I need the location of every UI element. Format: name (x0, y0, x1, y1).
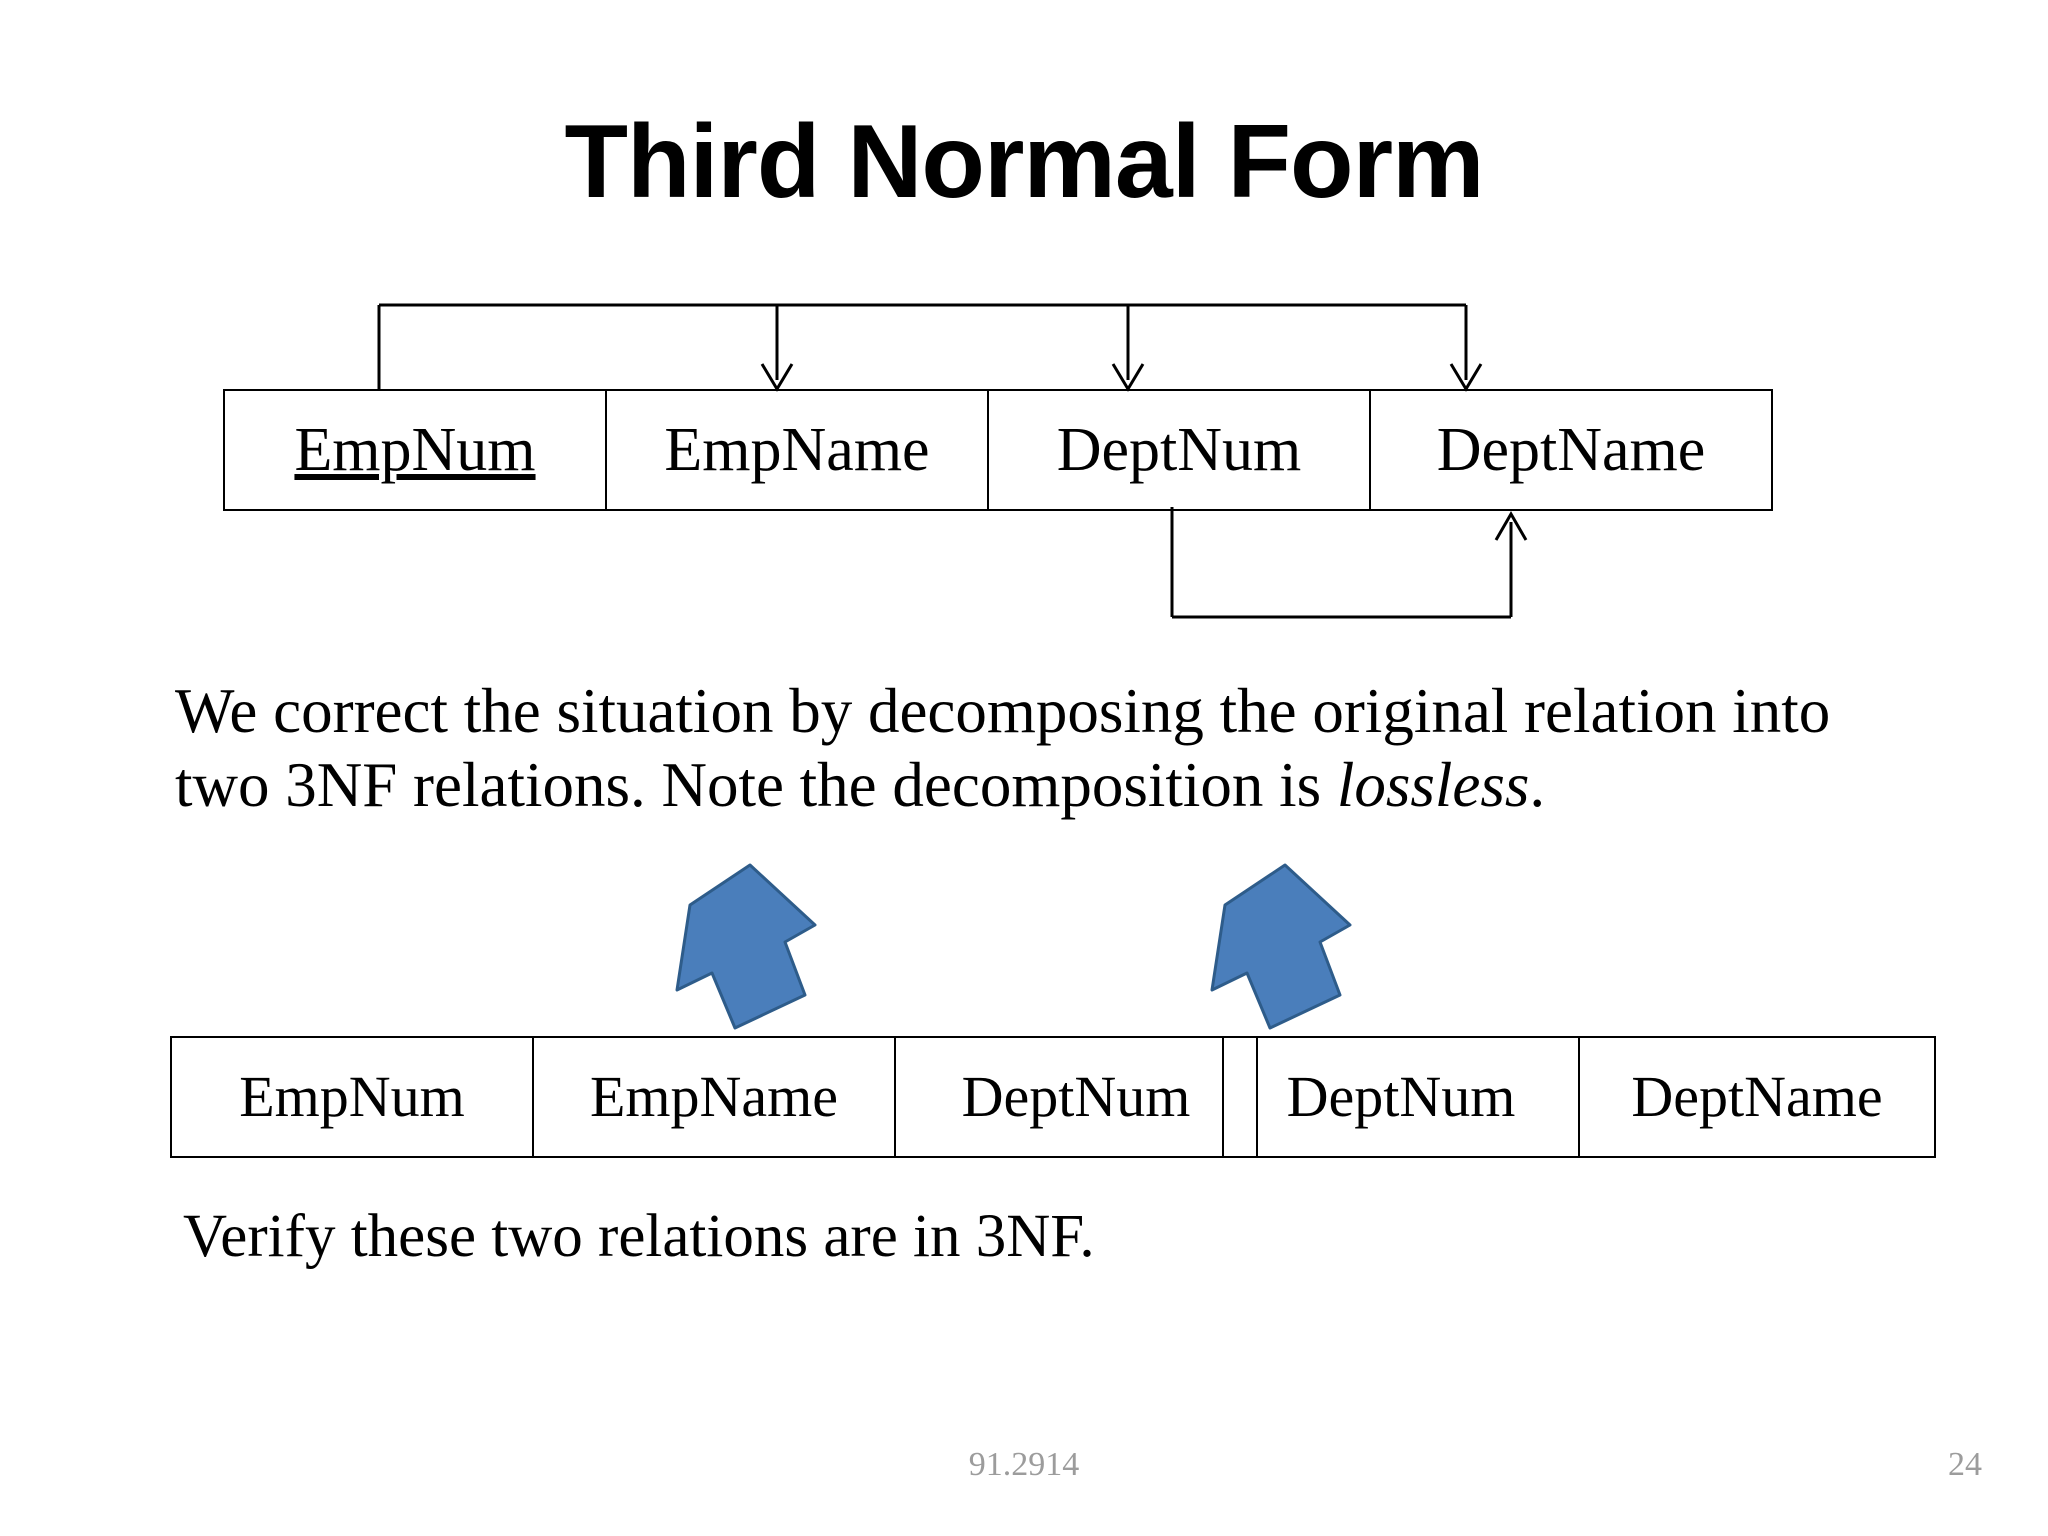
page-title: Third Normal Form (564, 104, 1484, 220)
column-header-empname: EmpName (532, 1036, 896, 1158)
arrowhead-deptname (1449, 363, 1483, 392)
table-row: DeptNum DeptName (1222, 1036, 1936, 1158)
functional-dependency-diagram (0, 290, 2048, 630)
table-row: EmpNum EmpName DeptNum DeptName (223, 389, 1773, 511)
column-label: EmpName (664, 416, 930, 484)
arrowhead-deptname-up (1494, 510, 1528, 541)
fd-arrow-empnum-group (377, 303, 1468, 389)
column-label: DeptName (1631, 1064, 1883, 1129)
column-label: DeptNum (1056, 416, 1302, 484)
column-header-deptnum: DeptNum (1222, 1036, 1580, 1158)
employee-relation-table: EmpNum EmpName DeptNum (170, 1036, 1258, 1158)
fd-arrowheads-top (760, 363, 1483, 392)
arrowhead-empname (760, 363, 794, 392)
column-label: EmpName (589, 1064, 839, 1129)
column-header-deptnum: DeptNum (987, 389, 1371, 511)
column-label: EmpNum (294, 416, 536, 484)
column-header-empname: EmpName (605, 389, 989, 511)
paragraph-part-1: We correct the situation by decomposing … (175, 676, 1831, 821)
column-header-empnum: EmpNum (170, 1036, 534, 1158)
column-label: DeptNum (961, 1064, 1191, 1129)
column-header-deptname: DeptName (1369, 389, 1773, 511)
verify-instruction-text: Verify these two relations are in 3NF. (183, 1203, 1095, 1270)
footer-course-code: 91.2914 (968, 1446, 1080, 1483)
left-decomposition-arrow-icon (675, 863, 817, 1030)
column-header-deptname: DeptName (1578, 1036, 1936, 1158)
body-paragraph: We correct the situation by decomposing … (175, 674, 1915, 823)
footer-page-number: 24 (1948, 1446, 1982, 1483)
column-header-deptnum: DeptNum (894, 1036, 1258, 1158)
arrowhead-deptnum (1111, 363, 1145, 392)
column-label: DeptNum (1286, 1064, 1516, 1129)
right-decomposition-arrow-icon (1210, 863, 1352, 1030)
original-relation-table: EmpNum EmpName DeptNum DeptName (223, 389, 1773, 511)
table-row: EmpNum EmpName DeptNum (170, 1036, 1258, 1158)
column-header-empnum: EmpNum (223, 389, 607, 511)
paragraph-part-2: . (1529, 750, 1546, 821)
fd-arrowheads-bottom (1494, 510, 1528, 541)
decomposition-arrow-svg (675, 863, 1352, 1030)
department-relation-table: DeptNum DeptName (1222, 1036, 1936, 1158)
fd-arrow-svg (377, 303, 1528, 619)
fd-arrow-deptnum-group (1170, 507, 1513, 619)
paragraph-emphasis-lossless: lossless (1336, 750, 1530, 821)
column-label: DeptName (1436, 416, 1706, 484)
column-label: EmpNum (239, 1064, 465, 1129)
decomposition-arrows (0, 850, 2048, 1030)
